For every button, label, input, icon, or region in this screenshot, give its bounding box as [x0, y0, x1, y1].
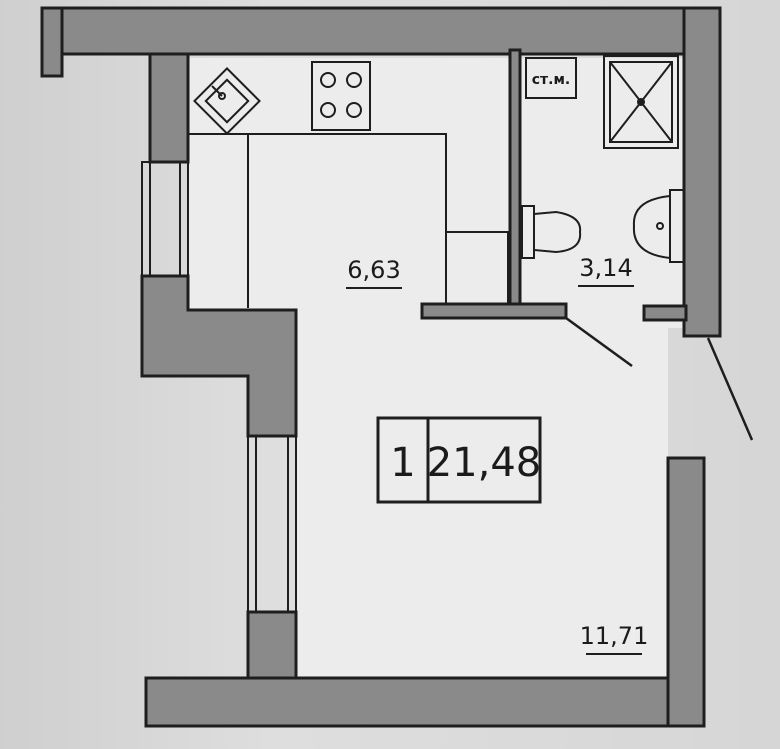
wall-bath-stub: [642, 304, 688, 322]
wall-left-stub: [40, 6, 64, 78]
windows: [141, 161, 297, 613]
wall-right-upper: [682, 6, 722, 338]
window-lower: [247, 435, 297, 613]
wall-top: [40, 6, 722, 56]
bathroom-door: [565, 316, 633, 368]
living-area: 11,71: [580, 622, 649, 650]
wall-bath-bottom: [420, 302, 568, 320]
washbasin-icon: [632, 189, 685, 263]
wall-right-lower: [666, 456, 706, 728]
kitchen-area: 6,63: [347, 256, 400, 284]
rooms-count: 1: [390, 440, 415, 486]
total-area: 21,48: [427, 440, 542, 486]
sink-icon: [193, 67, 261, 135]
wall-left-lower: [246, 610, 298, 682]
shower-icon: [603, 55, 679, 149]
wall-bath-partition: [508, 48, 522, 308]
bathroom-tag: ст.м.: [532, 72, 571, 88]
window-upper: [141, 161, 189, 277]
bathroom-area: 3,14: [579, 254, 632, 282]
entrance-door: [706, 337, 754, 441]
toilet-icon: [521, 205, 582, 259]
washing-machine-icon: [525, 57, 577, 99]
stove-icon: [311, 61, 371, 131]
fridge-icon: [445, 231, 509, 305]
wall-left-upper: [148, 52, 190, 164]
wall-bottom: [144, 676, 706, 728]
kitchen-counter: [188, 133, 447, 308]
walls: [40, 6, 722, 728]
total-area-box: 1 21,48: [376, 416, 542, 504]
